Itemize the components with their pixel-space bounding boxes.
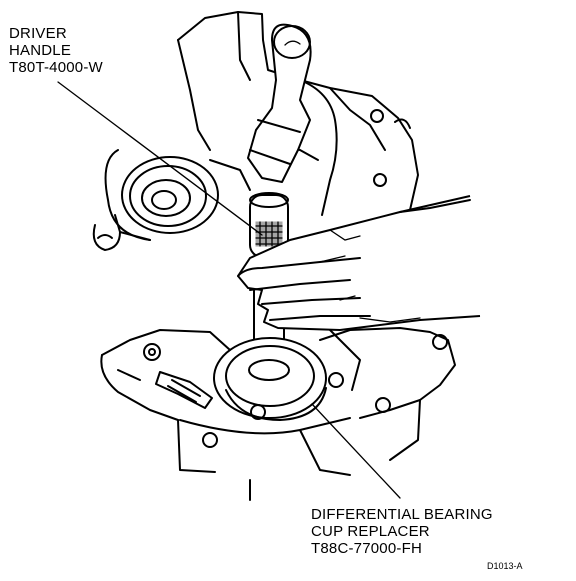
- bearing-cup-line1: DIFFERENTIAL BEARING: [311, 506, 493, 523]
- driver-handle-leader: [57, 81, 263, 236]
- figure-reference-code: D1013-A: [487, 561, 523, 571]
- driver-handle-line2: HANDLE: [9, 42, 72, 59]
- bearing-cup-leader: [311, 403, 401, 499]
- left-mounting-lug: [92, 214, 151, 251]
- left-bearing-bore: [104, 149, 251, 241]
- driver-handle-callout: DRIVER HANDLE T80T-4000-W: [9, 25, 103, 76]
- bearing-cup-line2: CUP REPLACER: [311, 523, 430, 540]
- transmission-case: [177, 11, 419, 231]
- bearing-cup-replacer-callout: DIFFERENTIAL BEARING CUP REPLACER T88C-7…: [311, 506, 493, 557]
- hand: [237, 195, 481, 331]
- callout-leaders: [57, 81, 401, 499]
- hammer: [247, 23, 312, 183]
- case-lower-flange: [100, 327, 456, 501]
- bearing-cup-line3: T88C-77000-FH: [311, 540, 422, 557]
- driver-handle-line1: DRIVER: [9, 25, 67, 42]
- driver-handle-line3: T80T-4000-W: [9, 59, 103, 76]
- bearing-cup-replacer: [213, 337, 327, 421]
